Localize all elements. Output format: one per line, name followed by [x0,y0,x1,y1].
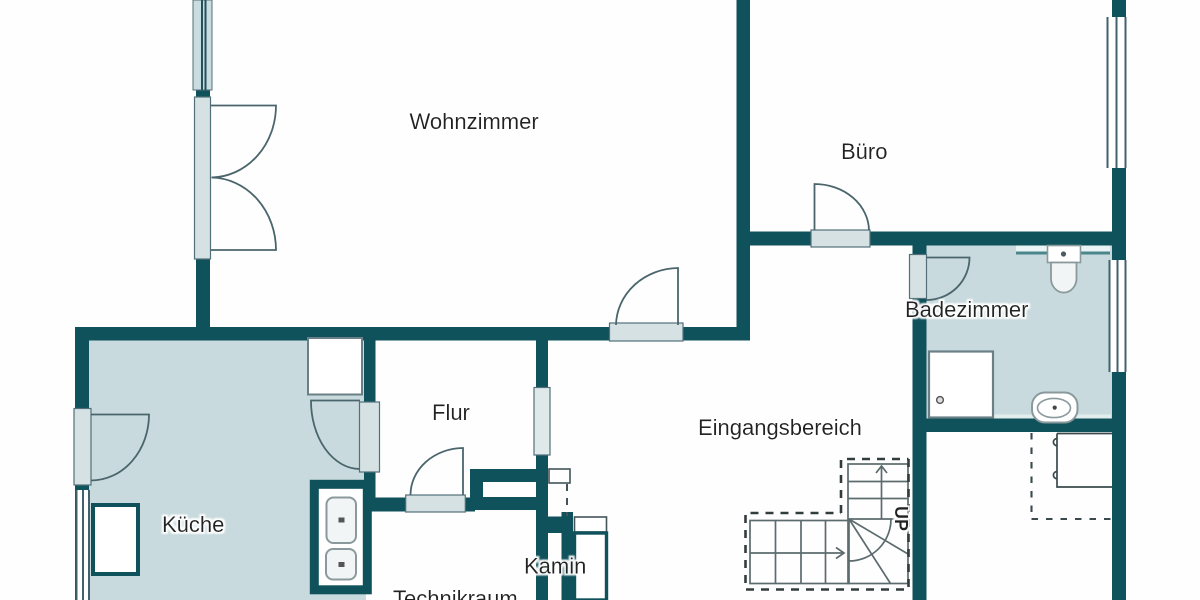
svg-text:Küche: Küche [162,512,224,537]
svg-text:Büro: Büro [841,139,887,164]
svg-text:Technikraum: Technikraum [393,586,518,600]
svg-text:Flur: Flur [432,400,470,425]
svg-text:Wohnzimmer: Wohnzimmer [410,109,539,134]
svg-text:Kamin: Kamin [524,554,586,579]
svg-text:Badezimmer: Badezimmer [905,297,1028,322]
svg-text:UP: UP [891,506,911,531]
svg-text:Eingangsbereich: Eingangsbereich [698,415,862,440]
